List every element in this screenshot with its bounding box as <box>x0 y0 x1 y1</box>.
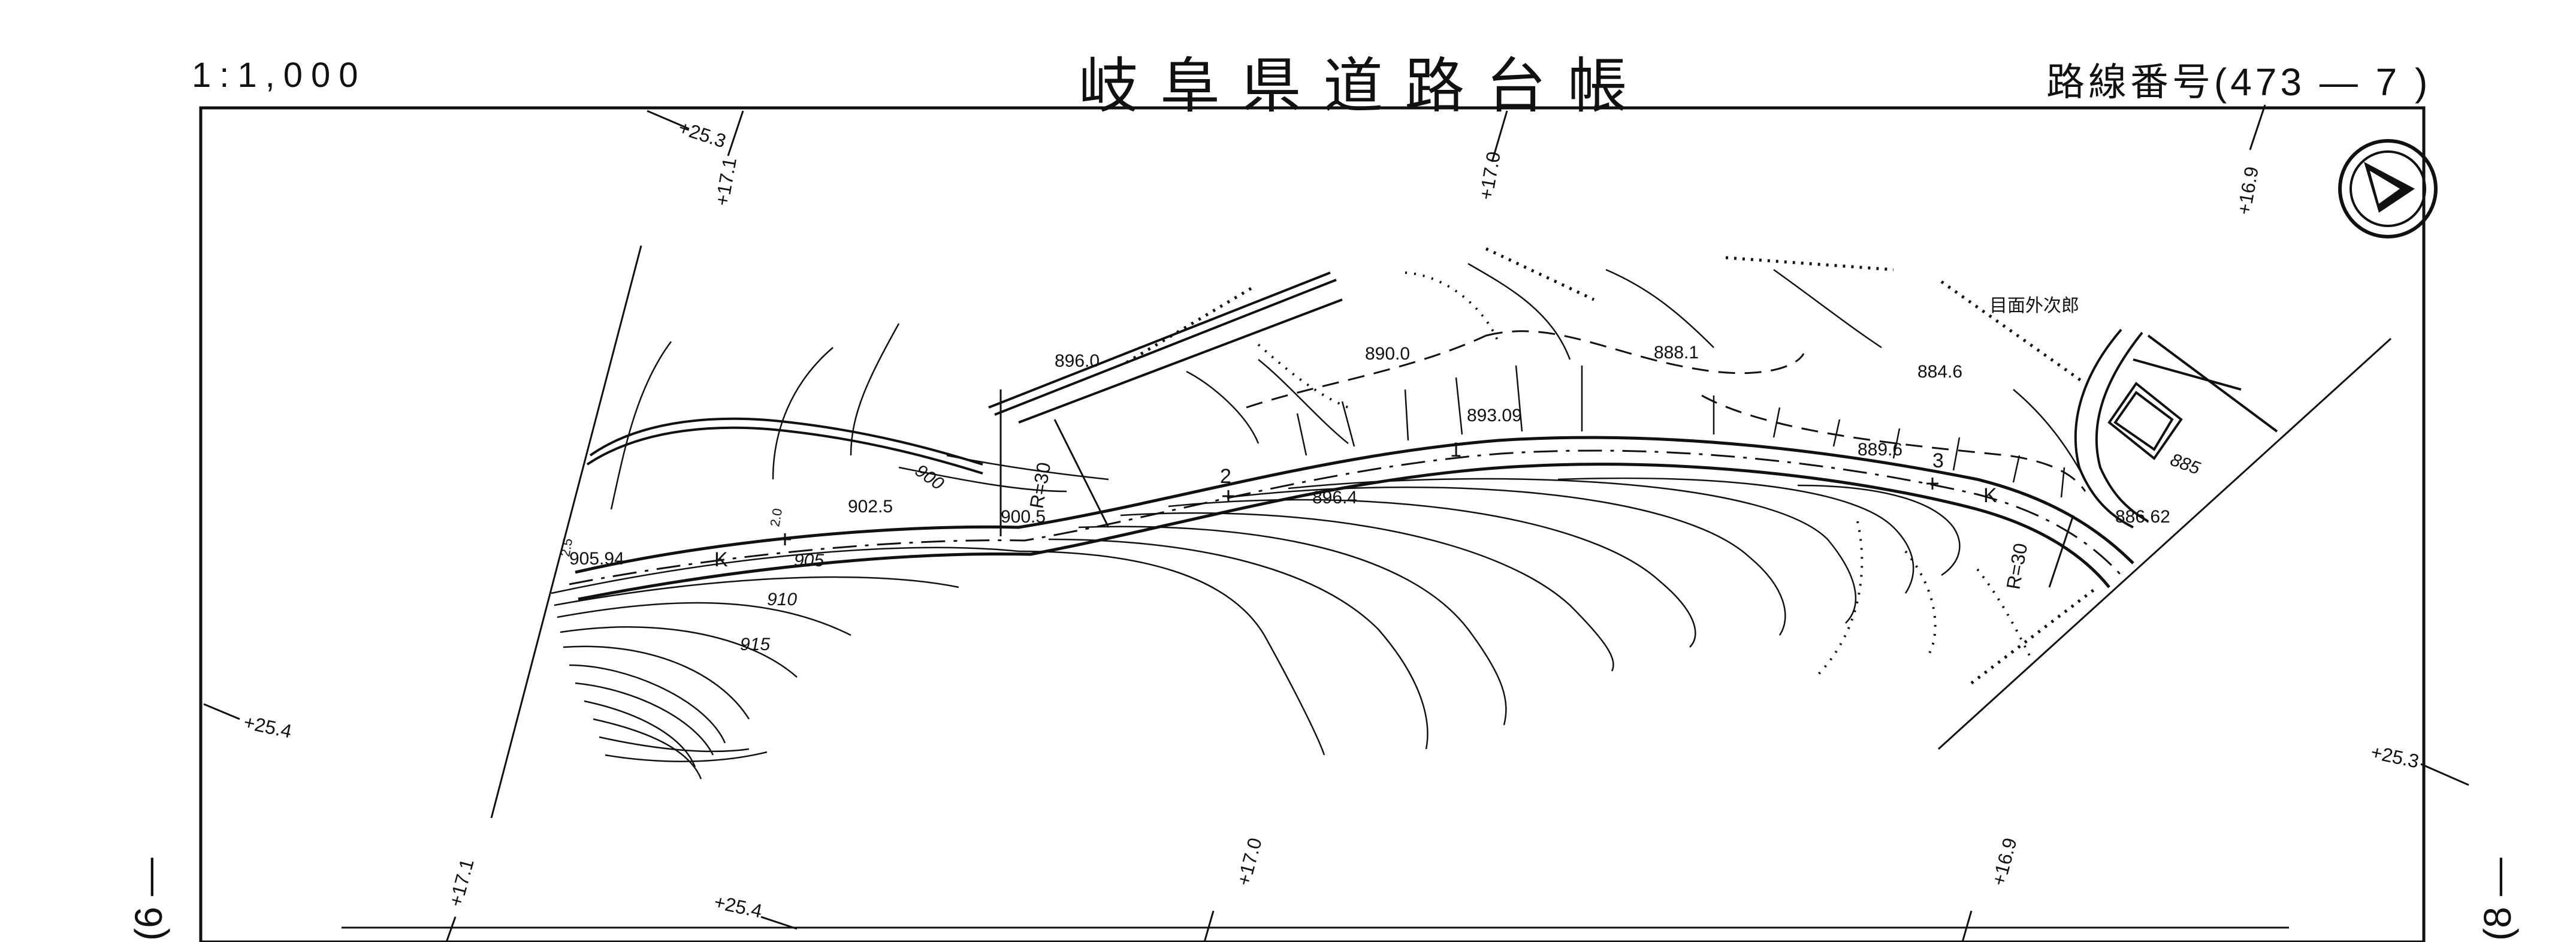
elevation-label: 888.1 <box>1654 343 1699 363</box>
contour-label: 885 <box>2168 450 2203 479</box>
grid-label-left: +25.4 <box>242 711 294 742</box>
station-crosses <box>779 478 1938 545</box>
dotted-edges <box>1257 271 2033 678</box>
slope-hachures <box>1125 247 2098 684</box>
property-boundaries <box>1246 330 2086 492</box>
curve-radius-label: R=30 <box>1025 461 1055 510</box>
grid-label-top-4: +16.9 <box>2233 165 2263 216</box>
grid-label-bottom-2: +25.4 <box>712 891 765 922</box>
width-label: 2.0 <box>767 507 785 527</box>
embankment-lines <box>1296 365 2065 498</box>
contour-label: 910 <box>767 590 797 609</box>
contour-label: 915 <box>740 635 770 654</box>
elevation-label: 896.0 <box>1055 351 1100 371</box>
right-sheet-ref: (8 — <box>2476 858 2519 941</box>
route-number: 路線番号(473 — 7 ) <box>2046 61 2432 104</box>
main-road <box>569 436 2134 601</box>
survey-boundary <box>490 245 2392 819</box>
grid-ticks <box>203 104 2469 942</box>
upper-contours <box>610 262 2092 510</box>
building-outline <box>2107 382 2183 460</box>
curve-radius-label: R=30 <box>2002 542 2031 591</box>
contour-label: 900 <box>911 461 947 494</box>
elevation-label: 889.6 <box>1858 440 1902 460</box>
contour-label: 905 <box>794 551 824 570</box>
elevation-label: 890.0 <box>1365 344 1410 364</box>
width-label: 2.5 <box>557 537 575 557</box>
elevation-label: 902.5 <box>848 497 893 517</box>
map-scale: 1:1,000 <box>192 56 367 95</box>
grid-label-bottom-1: +17.1 <box>445 856 478 909</box>
grid-label-bottom-4: +16.9 <box>1988 835 2021 888</box>
grid-label-top-3: +17.0 <box>1475 150 1505 201</box>
station-label: 1 <box>1450 439 1461 461</box>
grid-label-top-1: +25.3 <box>676 116 729 152</box>
elevation-label: 896.4 <box>1312 488 1357 508</box>
radius-leaders <box>999 390 2074 588</box>
grid-label-bottom-3: +17.0 <box>1233 835 1266 888</box>
side-road <box>2074 328 2278 529</box>
map-frame <box>199 106 2426 942</box>
elevation-label: 905.94 <box>569 549 624 569</box>
old-road <box>586 271 1343 475</box>
elevation-label: 900.5 <box>1001 507 1046 527</box>
grid-label-right: +25.3 <box>2369 741 2421 772</box>
contour-lines <box>551 477 1961 780</box>
curve-point-label: K <box>1983 484 1997 507</box>
station-label: 2 <box>1220 465 1231 488</box>
elevation-label: 886.62 <box>2115 507 2170 527</box>
elevation-label: 893.09 <box>1467 406 1522 425</box>
station-label: 3 <box>1932 449 1944 472</box>
north-arrow-icon <box>2338 139 2438 238</box>
curve-point-label: K <box>714 548 728 571</box>
left-sheet-ref: (6 — <box>127 858 170 941</box>
grid-label-top-2: +17.1 <box>711 156 741 207</box>
land-owner-label: 目面外次郎 <box>1989 296 2079 316</box>
elevation-label: 884.6 <box>1917 362 1962 382</box>
